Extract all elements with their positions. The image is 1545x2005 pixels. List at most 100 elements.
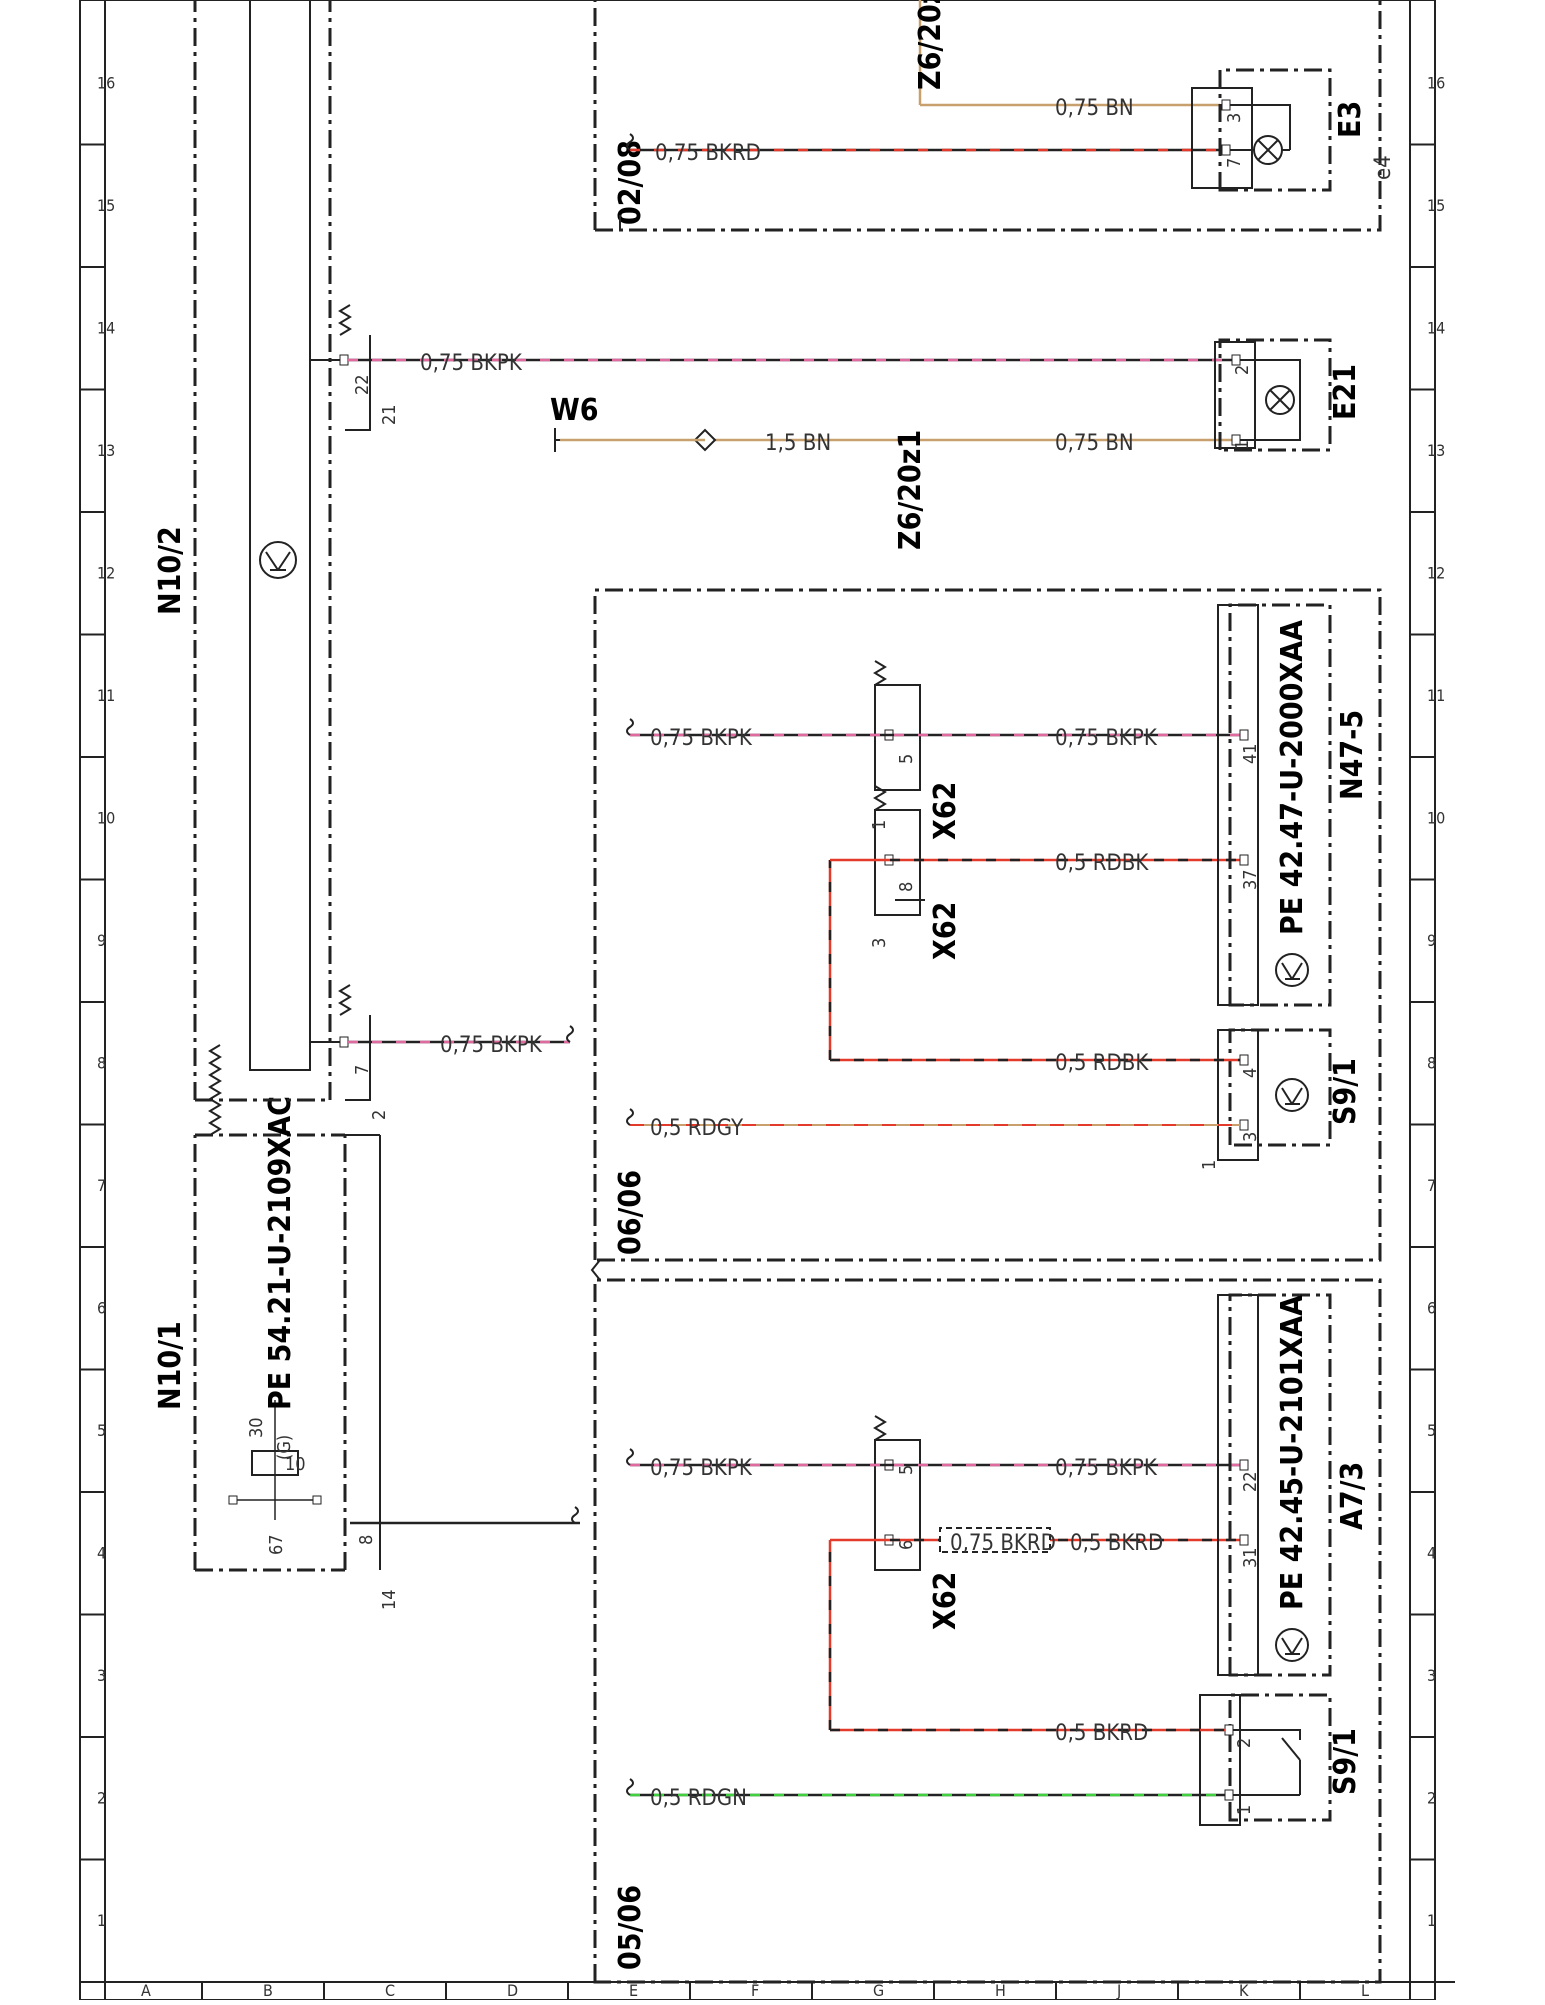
fuse-term-67: 67	[266, 1534, 287, 1555]
n10-2-label: N10/2	[153, 526, 188, 615]
grid-column-label: 15	[1427, 196, 1445, 215]
grid-row-label: H	[995, 1981, 1006, 2000]
grid-row-label: A	[141, 1981, 151, 2000]
wire-label-rdgn: 0,5 RDGN	[650, 1786, 747, 1811]
section-05-06: 05/06	[593, 1278, 1382, 1984]
grid-row-label: F	[751, 1981, 759, 2000]
grid-row-label: L	[1361, 1981, 1369, 2000]
fuse-term-30: 30	[246, 1417, 267, 1438]
component-s9-1-lower[interactable]: 1 2 S9/1	[1199, 1693, 1363, 1826]
grid-column-label: 9	[97, 931, 106, 950]
wire-label-rdgy: 0,5 RDGY	[650, 1116, 744, 1141]
ground-w6-label[interactable]: W6	[550, 393, 599, 428]
grid-row-label: C	[385, 1981, 395, 2000]
x62-middle-label: X62	[928, 902, 963, 960]
wire-label-bkpk-a7-out: 0,75 BKPK	[650, 1456, 753, 1481]
e21-label: E21	[1328, 364, 1363, 420]
a7-3-label: A7/3	[1335, 1462, 1370, 1530]
component-n47-5[interactable]: 37 41 PE 42.47-U-2000XAA N47-5	[1217, 603, 1370, 1007]
component-n10-1[interactable]: 10 30 (G) 67 8 14 PE 54.21-U-2109XAC N10…	[153, 1044, 580, 1610]
grid-row-label: J	[1116, 1981, 1121, 2000]
grid-column-label: 12	[1427, 563, 1445, 582]
s9-1-upper-pin-3: 3	[1240, 1132, 1261, 1142]
connector-x62-lower[interactable]: 6 5 X62	[873, 1415, 963, 1630]
wire-label-bkrd-a7-box: 0,75 BKRD	[950, 1531, 1056, 1556]
wire-rdgy: 0,5 RDGY	[626, 1108, 1240, 1141]
s9-1-upper-label: S9/1	[1328, 1058, 1363, 1125]
wire-bkpk-a7: 0,75 BKPK 0,75 BKPK	[626, 1448, 1240, 1481]
n47-5-pin-41: 41	[1240, 743, 1261, 764]
grid-column-label: 7	[97, 1176, 106, 1195]
wire-label-bkpk-x62: 0,75 BKPK	[650, 726, 753, 751]
n10-1-part-number: PE 54.21-U-2109XAC	[263, 1096, 298, 1410]
x62-lower-pin-6: 6	[896, 1540, 917, 1550]
e21-pin-1: 1	[1232, 440, 1253, 450]
grid-column-label: 9	[1427, 931, 1436, 950]
x62-lower-pin-5: 5	[896, 1465, 917, 1475]
wire-bkpk-n47: 0,75 BKPK 0,75 BKPK	[626, 718, 1240, 751]
a7-3-part-number: PE 42.45-U-2101XAA	[1275, 1295, 1310, 1610]
grid-column-label: 3	[1427, 1666, 1436, 1685]
section-06-06-label: 06/06	[613, 1170, 648, 1255]
grid-column-label: 8	[1427, 1053, 1436, 1072]
grid-column-label: 8	[97, 1053, 106, 1072]
wire-rdbk-s9: 0,5 RDBK	[828, 860, 1240, 1076]
wire-bkrd-e3: 0,75 BKRD	[626, 133, 1220, 166]
component-e3[interactable]: 7 3 E3 e4	[1191, 68, 1396, 192]
x62-middle-pin-8: 8	[896, 882, 917, 892]
n47-5-pin-37: 37	[1240, 869, 1261, 890]
wire-bkrd-a7: 0,75 BKRD 0,5 BKRD	[830, 1527, 1240, 1556]
section-06-06: 06/06	[590, 588, 1382, 1281]
n10-2-pin-22: 22	[352, 374, 373, 395]
wire-label-bn-e21: 0,75 BN	[1055, 431, 1134, 456]
x62-upper-ext: 1	[869, 820, 890, 830]
component-a7-3[interactable]: 31 22 PE 42.45-U-2101XAA A7/3	[1217, 1293, 1370, 1677]
e3-label: E3	[1333, 101, 1368, 138]
n10-1-pin-8: 8	[356, 1535, 377, 1545]
e3-sub-label: e4	[1371, 155, 1396, 180]
n10-2-pin-2: 2	[369, 1110, 390, 1120]
grid-column-label: 5	[97, 1421, 106, 1440]
n10-1-label: N10/1	[153, 1321, 188, 1410]
connector-x62-middle[interactable]: 8 3 X62	[869, 785, 963, 960]
n10-2-pin-21: 21	[379, 404, 400, 425]
fuse-rating: 10	[285, 1454, 306, 1475]
wire-label-bkpk-e21: 0,75 BKPK	[420, 351, 523, 376]
grid-column-label: 6	[97, 1298, 106, 1317]
section-02-08-label: 02/08	[613, 140, 648, 225]
s9-1-lower-pin-1: 1	[1234, 1805, 1255, 1815]
wire-bn-e3: 0,75 BN Z6/20z	[913, 0, 1220, 121]
s9-1-upper-pin-4: 4	[1240, 1068, 1261, 1078]
x62-upper-pin-5: 5	[896, 754, 917, 764]
grid-column-label: 13	[1427, 441, 1445, 460]
e3-pin-3: 3	[1224, 113, 1245, 123]
connector-x62-upper[interactable]: 5 1 X62	[869, 660, 963, 840]
e21-pin-2: 2	[1232, 365, 1253, 375]
s9-1-lower-pin-2: 2	[1234, 1738, 1255, 1748]
grid-row-label: K	[1239, 1981, 1249, 2000]
component-n10-2[interactable]: N10/2 7 2 22 21	[153, 0, 400, 1120]
grid-column-label: 4	[97, 1543, 106, 1562]
grid-column-label: 5	[1427, 1421, 1436, 1440]
section-02-08: 02/08	[593, 0, 1382, 232]
grid-row-label: D	[507, 1981, 518, 2000]
splice-z6-20z1[interactable]: Z6/20z1 0,75 BN 1,5 BN W6	[550, 393, 1235, 550]
wire-bkrd-s9: 0,5 BKRD	[828, 1540, 1225, 1746]
wire-label-bkrd-s9: 0,5 BKRD	[1055, 1721, 1148, 1746]
e3-pin-7: 7	[1224, 158, 1245, 168]
x62-lower-label: X62	[928, 1572, 963, 1630]
s9-1-upper-ext: 1	[1199, 1160, 1220, 1170]
component-e21[interactable]: 1 2 E21	[1214, 338, 1363, 452]
grid-column-label: 11	[1427, 686, 1445, 705]
x62-upper-label: X62	[928, 782, 963, 840]
grid-column-label: 12	[97, 563, 115, 582]
n10-1-connector-14: 14	[379, 1589, 400, 1610]
component-s9-1-upper[interactable]: 3 4 1 S9/1	[1199, 1028, 1363, 1170]
grid-column-label: 10	[1427, 808, 1445, 827]
grid-row-label: E	[629, 1981, 638, 2000]
grid-column-label: 16	[97, 73, 115, 92]
sheet-frame	[79, 0, 1455, 2001]
